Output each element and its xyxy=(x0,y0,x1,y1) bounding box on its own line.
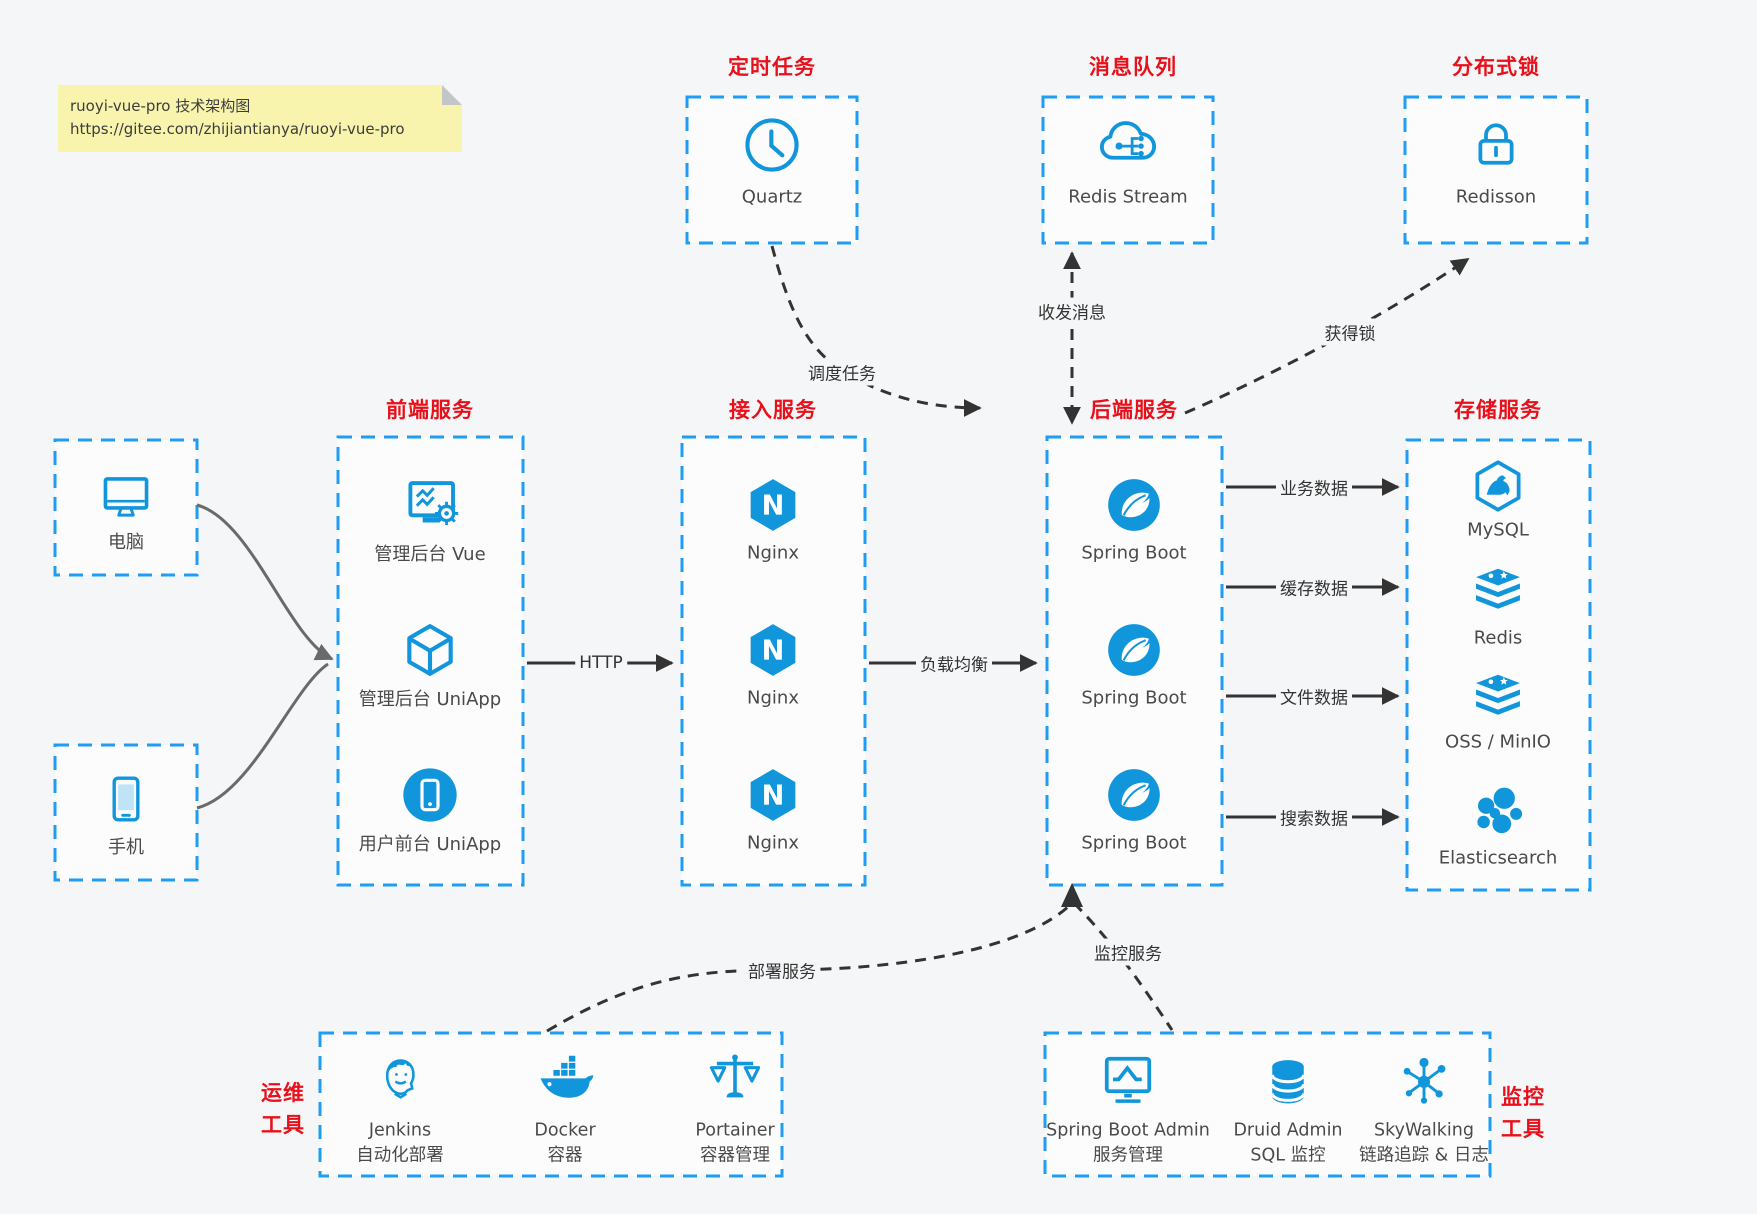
edge-label-schedule: 调度任务 xyxy=(804,358,880,386)
svg-text:N: N xyxy=(762,636,785,667)
nginx-icon: N xyxy=(742,619,804,681)
edge-label-acquire-lock: 获得锁 xyxy=(1320,318,1380,346)
monitoring-item-skywalking-name: SkyWalking xyxy=(1374,1120,1474,1141)
spring-boot-admin-icon xyxy=(1098,1050,1158,1110)
edge-schedule xyxy=(770,245,982,417)
user-app-icon xyxy=(398,763,462,827)
lock-box xyxy=(1403,95,1589,245)
phone-box xyxy=(53,743,199,882)
title-lock: 分布式锁 xyxy=(1452,55,1540,79)
title-mq: 消息队列 xyxy=(1089,55,1177,79)
cloud-message-icon xyxy=(1095,111,1161,177)
elasticsearch-icon xyxy=(1468,782,1528,842)
note-title: ruoyi-vue-pro 技术架构图 xyxy=(70,97,251,115)
monitoring-item-sba-desc: 服务管理 xyxy=(1093,1146,1163,1166)
nginx-icon: N xyxy=(742,474,804,536)
edge-label-deploy: 部署服务 xyxy=(744,956,820,984)
mysql-icon xyxy=(1468,456,1528,516)
edge-label-file-data: 文件数据 xyxy=(1276,682,1352,710)
redis-icon xyxy=(1467,559,1529,621)
edge-label-load-balance: 负载均衡 xyxy=(916,649,992,677)
node-label-quartz: Quartz xyxy=(741,186,803,208)
node-label-pc: 电脑 xyxy=(108,532,144,553)
edge-label-business-data: 业务数据 xyxy=(1276,473,1352,501)
svg-text:N: N xyxy=(762,491,785,522)
title-storage: 存储服务 xyxy=(1454,398,1542,422)
ops-item-portainer: Portainer 容器管理 xyxy=(695,1119,774,1170)
oss-minio-icon xyxy=(1467,665,1529,727)
ops-item-jenkins-name: Jenkins xyxy=(368,1120,432,1141)
edge-acquire-lock xyxy=(1184,257,1470,415)
node-label-admin-uniapp: 管理后台 UniApp xyxy=(358,689,502,710)
node-label-phone: 手机 xyxy=(108,837,144,858)
node-label-redis: Redis xyxy=(1473,627,1523,649)
ops-item-docker-desc: 容器 xyxy=(547,1146,583,1166)
monitoring-item-sba: Spring Boot Admin 服务管理 xyxy=(1046,1119,1210,1170)
monitoring-item-druid: Druid Admin SQL 监控 xyxy=(1233,1119,1342,1170)
monitoring-item-skywalking-desc: 链路追踪 & 日志 xyxy=(1359,1146,1489,1166)
node-label-user-uniapp: 用户前台 UniApp xyxy=(358,834,502,855)
title-monitoring-line1: 监控 xyxy=(1501,1085,1545,1109)
ops-item-jenkins-desc: 自动化部署 xyxy=(356,1146,444,1166)
edge-monitor xyxy=(1072,901,1174,1031)
edge-label-monitor: 监控服务 xyxy=(1090,938,1166,966)
node-label-elasticsearch: Elasticsearch xyxy=(1438,847,1558,869)
title-ops-line2: 工具 xyxy=(261,1113,305,1137)
ops-item-portainer-name: Portainer xyxy=(695,1120,775,1141)
title-backend: 后端服务 xyxy=(1090,398,1178,422)
node-label-spring-3: Spring Boot xyxy=(1081,832,1187,854)
ops-item-docker-name: Docker xyxy=(534,1120,596,1141)
node-label-mysql: MySQL xyxy=(1467,519,1529,541)
spring-boot-icon xyxy=(1103,619,1165,681)
edge-pc-to-frontend xyxy=(196,503,334,661)
monitoring-item-skywalking: SkyWalking 链路追踪 & 日志 xyxy=(1359,1119,1489,1170)
title-scheduler: 定时任务 xyxy=(728,55,816,79)
title-frontend: 前端服务 xyxy=(386,398,474,422)
spring-boot-icon xyxy=(1103,474,1165,536)
druid-database-icon xyxy=(1260,1052,1316,1108)
skywalking-icon xyxy=(1395,1051,1453,1109)
edge-label-cache-data: 缓存数据 xyxy=(1276,573,1352,601)
admin-vue-icon xyxy=(402,474,464,536)
title-ops-line1: 运维 xyxy=(261,1081,305,1105)
node-label-spring-2: Spring Boot xyxy=(1081,687,1187,709)
svg-text:N: N xyxy=(762,781,785,812)
title-monitoring-line2: 工具 xyxy=(1501,1117,1545,1141)
lock-icon xyxy=(1466,114,1526,174)
node-label-oss-minio: OSS / MinIO xyxy=(1445,731,1551,753)
monitoring-box xyxy=(1043,1031,1492,1178)
portainer-icon xyxy=(706,1049,764,1107)
ops-item-jenkins: Jenkins 自动化部署 xyxy=(356,1119,444,1170)
spring-boot-icon xyxy=(1103,764,1165,826)
node-label-nginx-2: Nginx xyxy=(747,687,799,709)
sticky-note: ruoyi-vue-pro 技术架构图 https://gitee.com/zh… xyxy=(58,85,462,152)
node-label-spring-1: Spring Boot xyxy=(1081,542,1187,564)
node-label-redisson: Redisson xyxy=(1455,186,1537,208)
edge-label-search-data: 搜索数据 xyxy=(1276,803,1352,831)
monitoring-item-sba-name: Spring Boot Admin xyxy=(1046,1120,1210,1141)
ops-item-portainer-desc: 容器管理 xyxy=(700,1146,770,1166)
ops-box xyxy=(318,1031,784,1178)
note-url: https://gitee.com/zhijiantianya/ruoyi-vu… xyxy=(70,120,405,139)
deploy-arrowhead xyxy=(1061,883,1083,907)
title-gateway: 接入服务 xyxy=(729,398,817,422)
clock-icon xyxy=(741,114,803,176)
phone-icon xyxy=(99,772,153,826)
jenkins-icon xyxy=(372,1050,428,1106)
edge-label-message: 收发消息 xyxy=(1034,297,1110,325)
desktop-icon xyxy=(97,468,155,526)
uniapp-box-icon xyxy=(399,619,461,681)
node-label-redis-stream: Redis Stream xyxy=(1068,186,1188,208)
monitoring-item-druid-name: Druid Admin xyxy=(1233,1120,1343,1141)
monitoring-item-druid-desc: SQL 监控 xyxy=(1250,1146,1326,1166)
node-label-nginx-3: Nginx xyxy=(747,832,799,854)
node-label-nginx-1: Nginx xyxy=(747,542,799,564)
edge-label-http: HTTP xyxy=(575,652,627,674)
node-label-admin-vue: 管理后台 Vue xyxy=(374,544,486,565)
nginx-icon: N xyxy=(742,764,804,826)
docker-icon xyxy=(534,1048,596,1110)
ops-item-docker: Docker 容器 xyxy=(534,1119,595,1170)
edge-phone-to-frontend xyxy=(196,662,329,810)
